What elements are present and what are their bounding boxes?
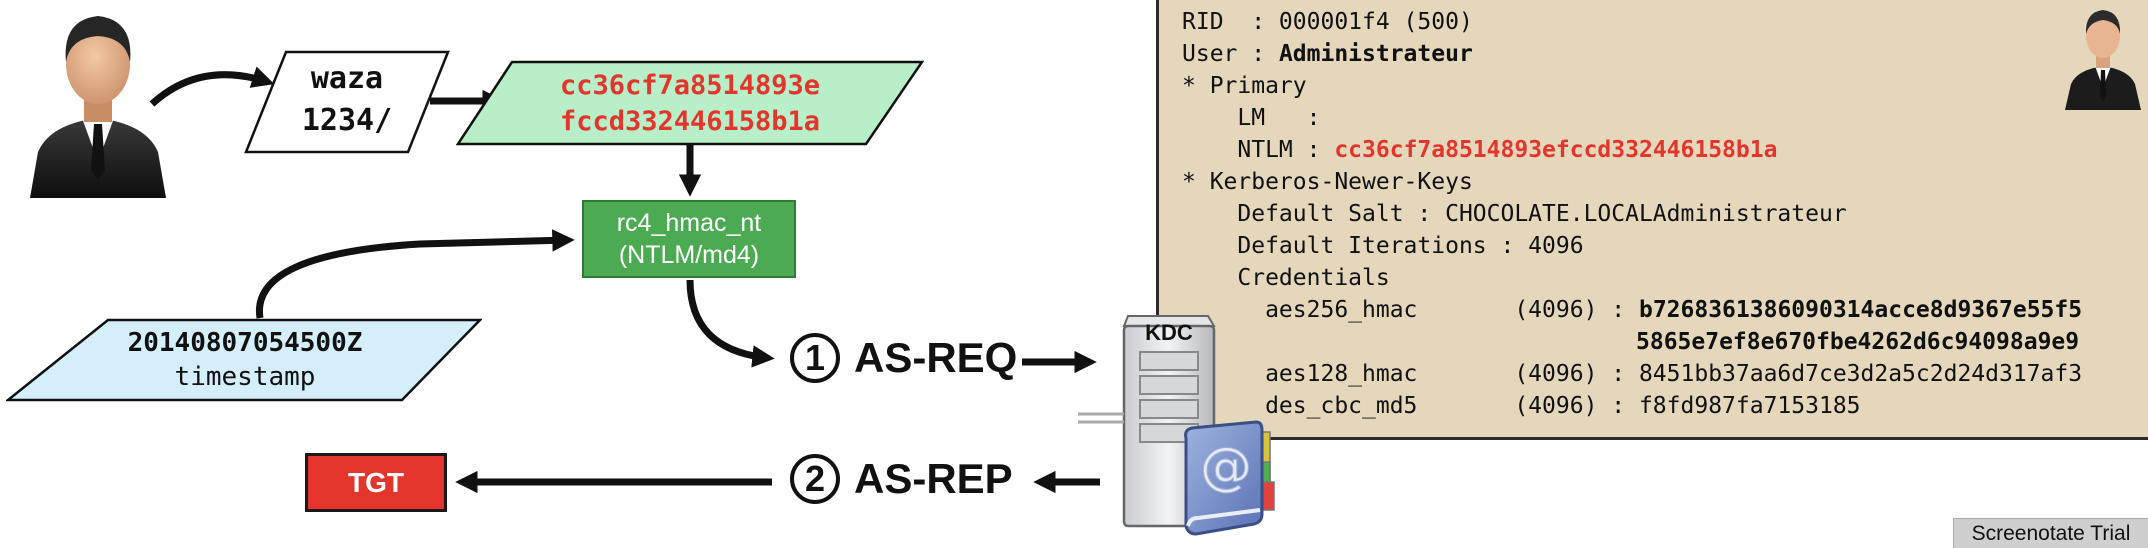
kdc-server-icon: @ bbox=[1078, 315, 1275, 536]
timestamp-text: 20140807054500Z timestamp bbox=[90, 326, 400, 394]
aes256-value-1: b7268361386090314acce8d9367e55f5 bbox=[1638, 297, 2083, 323]
ntlm-hash-shape bbox=[456, 60, 924, 146]
aes128-line: aes128_hmac (4096) : 8451bb37aa6d7ce3d2a… bbox=[1182, 361, 2083, 387]
svg-text:@: @ bbox=[1200, 437, 1252, 497]
tgt-box: TGT bbox=[305, 453, 447, 512]
rid-line: RID : 000001f4 (500) bbox=[1182, 9, 1473, 35]
user-value: Administrateur bbox=[1278, 41, 1473, 67]
default-salt-line: Default Salt : CHOCOLATE.LOCALAdministra… bbox=[1182, 201, 1847, 227]
password-line-1: waza bbox=[310, 61, 384, 96]
des-cbc-md5-line: des_cbc_md5 (4096) : f8fd987fa7153185 bbox=[1182, 393, 1861, 419]
ntlm-hash-line-1: cc36cf7a8514893e bbox=[559, 70, 821, 101]
password-shape bbox=[244, 50, 450, 154]
aes256-line: aes256_hmac (4096) : b7268361386090314ac… bbox=[1182, 297, 2083, 323]
rc4-hmac-nt-box: rc4_hmac_nt (NTLM/md4) bbox=[582, 200, 796, 278]
kerberos-line: * Kerberos-Newer-Keys bbox=[1182, 169, 1473, 195]
as-rep-label: AS-REP bbox=[854, 455, 1013, 502]
ntlm-hash-text: cc36cf7a8514893e fccd332446158b1a bbox=[500, 68, 880, 140]
lm-line: LM : bbox=[1182, 105, 1321, 131]
rc4-line-1: rc4_hmac_nt bbox=[616, 209, 762, 237]
screenotate-watermark: Screenotate Trial bbox=[1953, 518, 2148, 548]
user-avatar-icon bbox=[30, 16, 166, 198]
as-rep-step: 2 AS-REP bbox=[790, 454, 1013, 504]
kdc-label: KDC bbox=[1145, 320, 1193, 345]
aes256-value-2: 5865e7ef8e670fbe4262d6c94098a9e9 bbox=[1636, 329, 2080, 355]
ntlm-hash-line-2: fccd332446158b1a bbox=[559, 106, 821, 137]
ntlm-hash-value: cc36cf7a8514893efccd332446158b1a bbox=[1334, 137, 1778, 163]
admin-avatar-small-icon bbox=[2065, 10, 2141, 110]
credentials-line: Credentials bbox=[1182, 265, 1390, 291]
primary-line: * Primary bbox=[1182, 73, 1307, 99]
ntlm-line: NTLM : cc36cf7a8514893efccd332446158b1a bbox=[1182, 137, 1778, 163]
step-1-number: 1 bbox=[790, 333, 840, 383]
mimikatz-output-panel: RID : 000001f4 (500) User : Administrate… bbox=[1156, 0, 2148, 440]
as-req-label: AS-REQ bbox=[854, 334, 1018, 381]
password-line-2: 1234/ bbox=[301, 103, 393, 138]
as-req-step: 1 AS-REQ bbox=[790, 333, 1017, 383]
password-text: waza 1234/ bbox=[264, 58, 430, 142]
timestamp-shape bbox=[6, 318, 482, 402]
user-line: User : Administrateur bbox=[1182, 41, 1473, 67]
rc4-line-2: (NTLM/md4) bbox=[618, 241, 760, 269]
timestamp-line-2: timestamp bbox=[174, 362, 316, 392]
step-2-number: 2 bbox=[790, 454, 840, 504]
default-iterations-line: Default Iterations : 4096 bbox=[1182, 233, 1584, 259]
timestamp-line-1: 20140807054500Z bbox=[127, 328, 363, 358]
